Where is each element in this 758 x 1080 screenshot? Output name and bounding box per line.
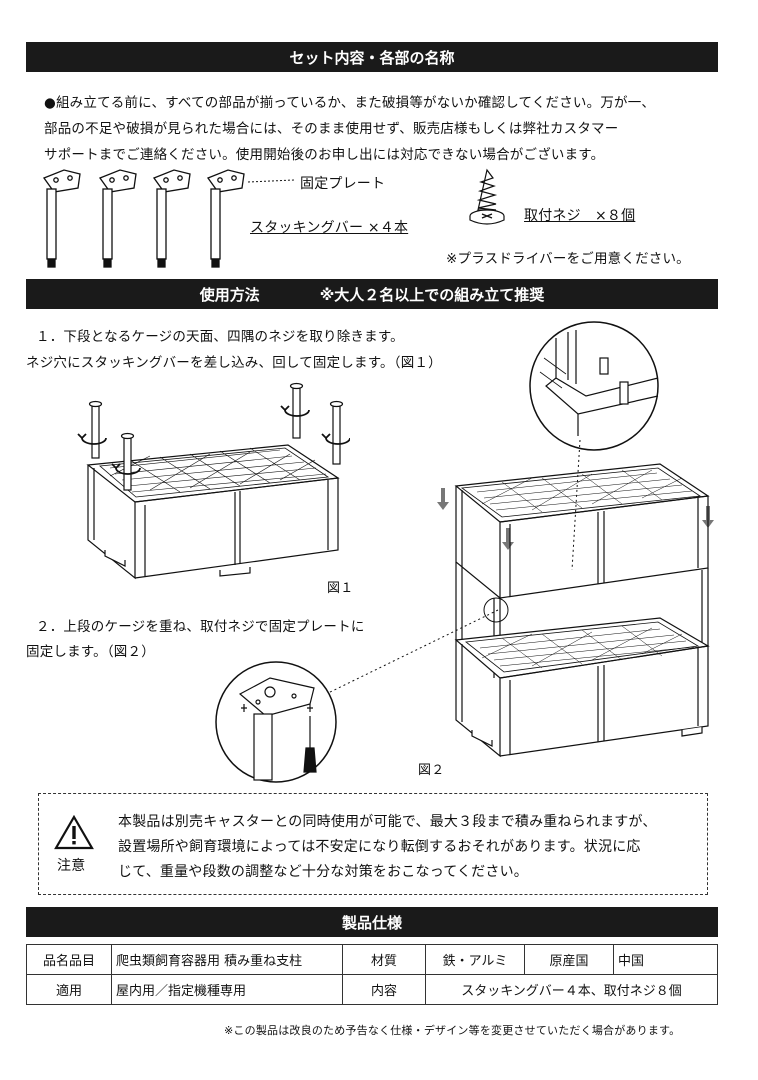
step1-line-2: ネジ穴にスタッキングバーを差し込み、回して固定します。（図１） [26, 355, 442, 371]
section-header-usage: 使用方法 ※大人２名以上での組み立て推奨 [26, 279, 718, 309]
leader-line-2 [321, 609, 499, 697]
section-header-set-contents: セット内容・各部の名称 [26, 42, 718, 72]
spec-cell: 屋内用／指定機種専用 [111, 974, 343, 1005]
stacking-bars-illustration [42, 169, 295, 268]
fixing-plate-label: 固定プレート [300, 176, 386, 192]
section-title: セット内容・各部の名称 [289, 48, 455, 67]
section-title-usage: 使用方法 [199, 285, 260, 304]
spec-cell: スタッキングバー４本、取付ネジ８個 [425, 974, 718, 1005]
corner-detail-circle [529, 321, 659, 451]
stacking-bar-4 [206, 169, 245, 268]
intro-line-2: 部品の不足や破損が見られた場合には、そのまま使用せず、販売店様もしくは弊社カスタ… [44, 121, 619, 137]
section-title-spec: 製品仕様 [341, 913, 402, 932]
spec-table: 品名品目 爬虫類飼育容器用 積み重ね支柱 材質 鉄・アルミ 原産国 中国 適用 … [26, 944, 718, 1005]
figure-1-illustration [77, 382, 350, 580]
caution-box [38, 793, 708, 895]
assembly-note: ※大人２名以上での組み立て推奨 [319, 285, 545, 304]
spec-cell: 中国 [613, 944, 718, 975]
driver-note: ※プラスドライバーをご用意ください。 [446, 251, 690, 267]
intro-line-1: ●組み立てる前に、すべての部品が揃っているか、また破損等がないか確認してください… [44, 95, 656, 111]
intro-line-3: サポートまでご連絡ください。使用開始後のお申し出には対応できない場合がございます… [44, 147, 605, 163]
spec-cell: 材質 [342, 944, 426, 975]
warning-triangle-icon [54, 815, 94, 850]
plate-detail-circle [215, 661, 337, 783]
screw-label: 取付ネジ ×８個 [524, 208, 636, 224]
screw-icon [469, 168, 505, 225]
leader-line-1 [571, 440, 581, 570]
table-row: 適用 屋内用／指定機種専用 内容 スタッキングバー４本、取付ネジ８個 [26, 974, 718, 1005]
stacking-bar-1 [42, 169, 81, 268]
spec-cell: 爬虫類飼育容器用 積み重ね支柱 [111, 944, 343, 975]
spec-cell: 適用 [26, 974, 112, 1005]
figure-2-label: 図２ [418, 763, 445, 778]
section-header-spec: 製品仕様 [26, 907, 718, 937]
spec-cell: 内容 [342, 974, 426, 1005]
figure-1-label: 図１ [327, 581, 354, 596]
caution-line-2: 設置場所や飼育環境によっては不安定になり転倒するおそれがあります。状況に応 [118, 839, 641, 855]
stacking-bar-3 [152, 169, 191, 268]
stacking-bar-label: スタッキングバー ×４本 [250, 220, 409, 236]
spec-cell: 鉄・アルミ [425, 944, 525, 975]
spec-cell: 品名品目 [26, 944, 112, 975]
footnote: ※この製品は改良のため予告なく仕様・デザイン等を変更させていただく場合があります… [224, 1024, 681, 1037]
step2-line-1: ２．上段のケージを重ね、取付ネジで固定プレートに [36, 619, 365, 635]
step1-line-1: １．下段となるケージの天面、四隅のネジを取り除きます。 [36, 329, 404, 345]
step2-line-2: 固定します。（図２） [26, 644, 155, 660]
spec-cell: 原産国 [524, 944, 614, 975]
figure-2-illustration [437, 463, 714, 758]
caution-line-1: 本製品は別売キャスターとの同時使用が可能で、最大３段まで積み重ねられますが、 [118, 814, 657, 830]
caution-label: 注意 [57, 858, 86, 874]
caution-line-3: じて、重量や段数の調整など十分な対策をおこなってください。 [118, 864, 528, 880]
stacking-bar-2 [98, 169, 137, 268]
table-row: 品名品目 爬虫類飼育容器用 積み重ね支柱 材質 鉄・アルミ 原産国 中国 [26, 944, 718, 975]
